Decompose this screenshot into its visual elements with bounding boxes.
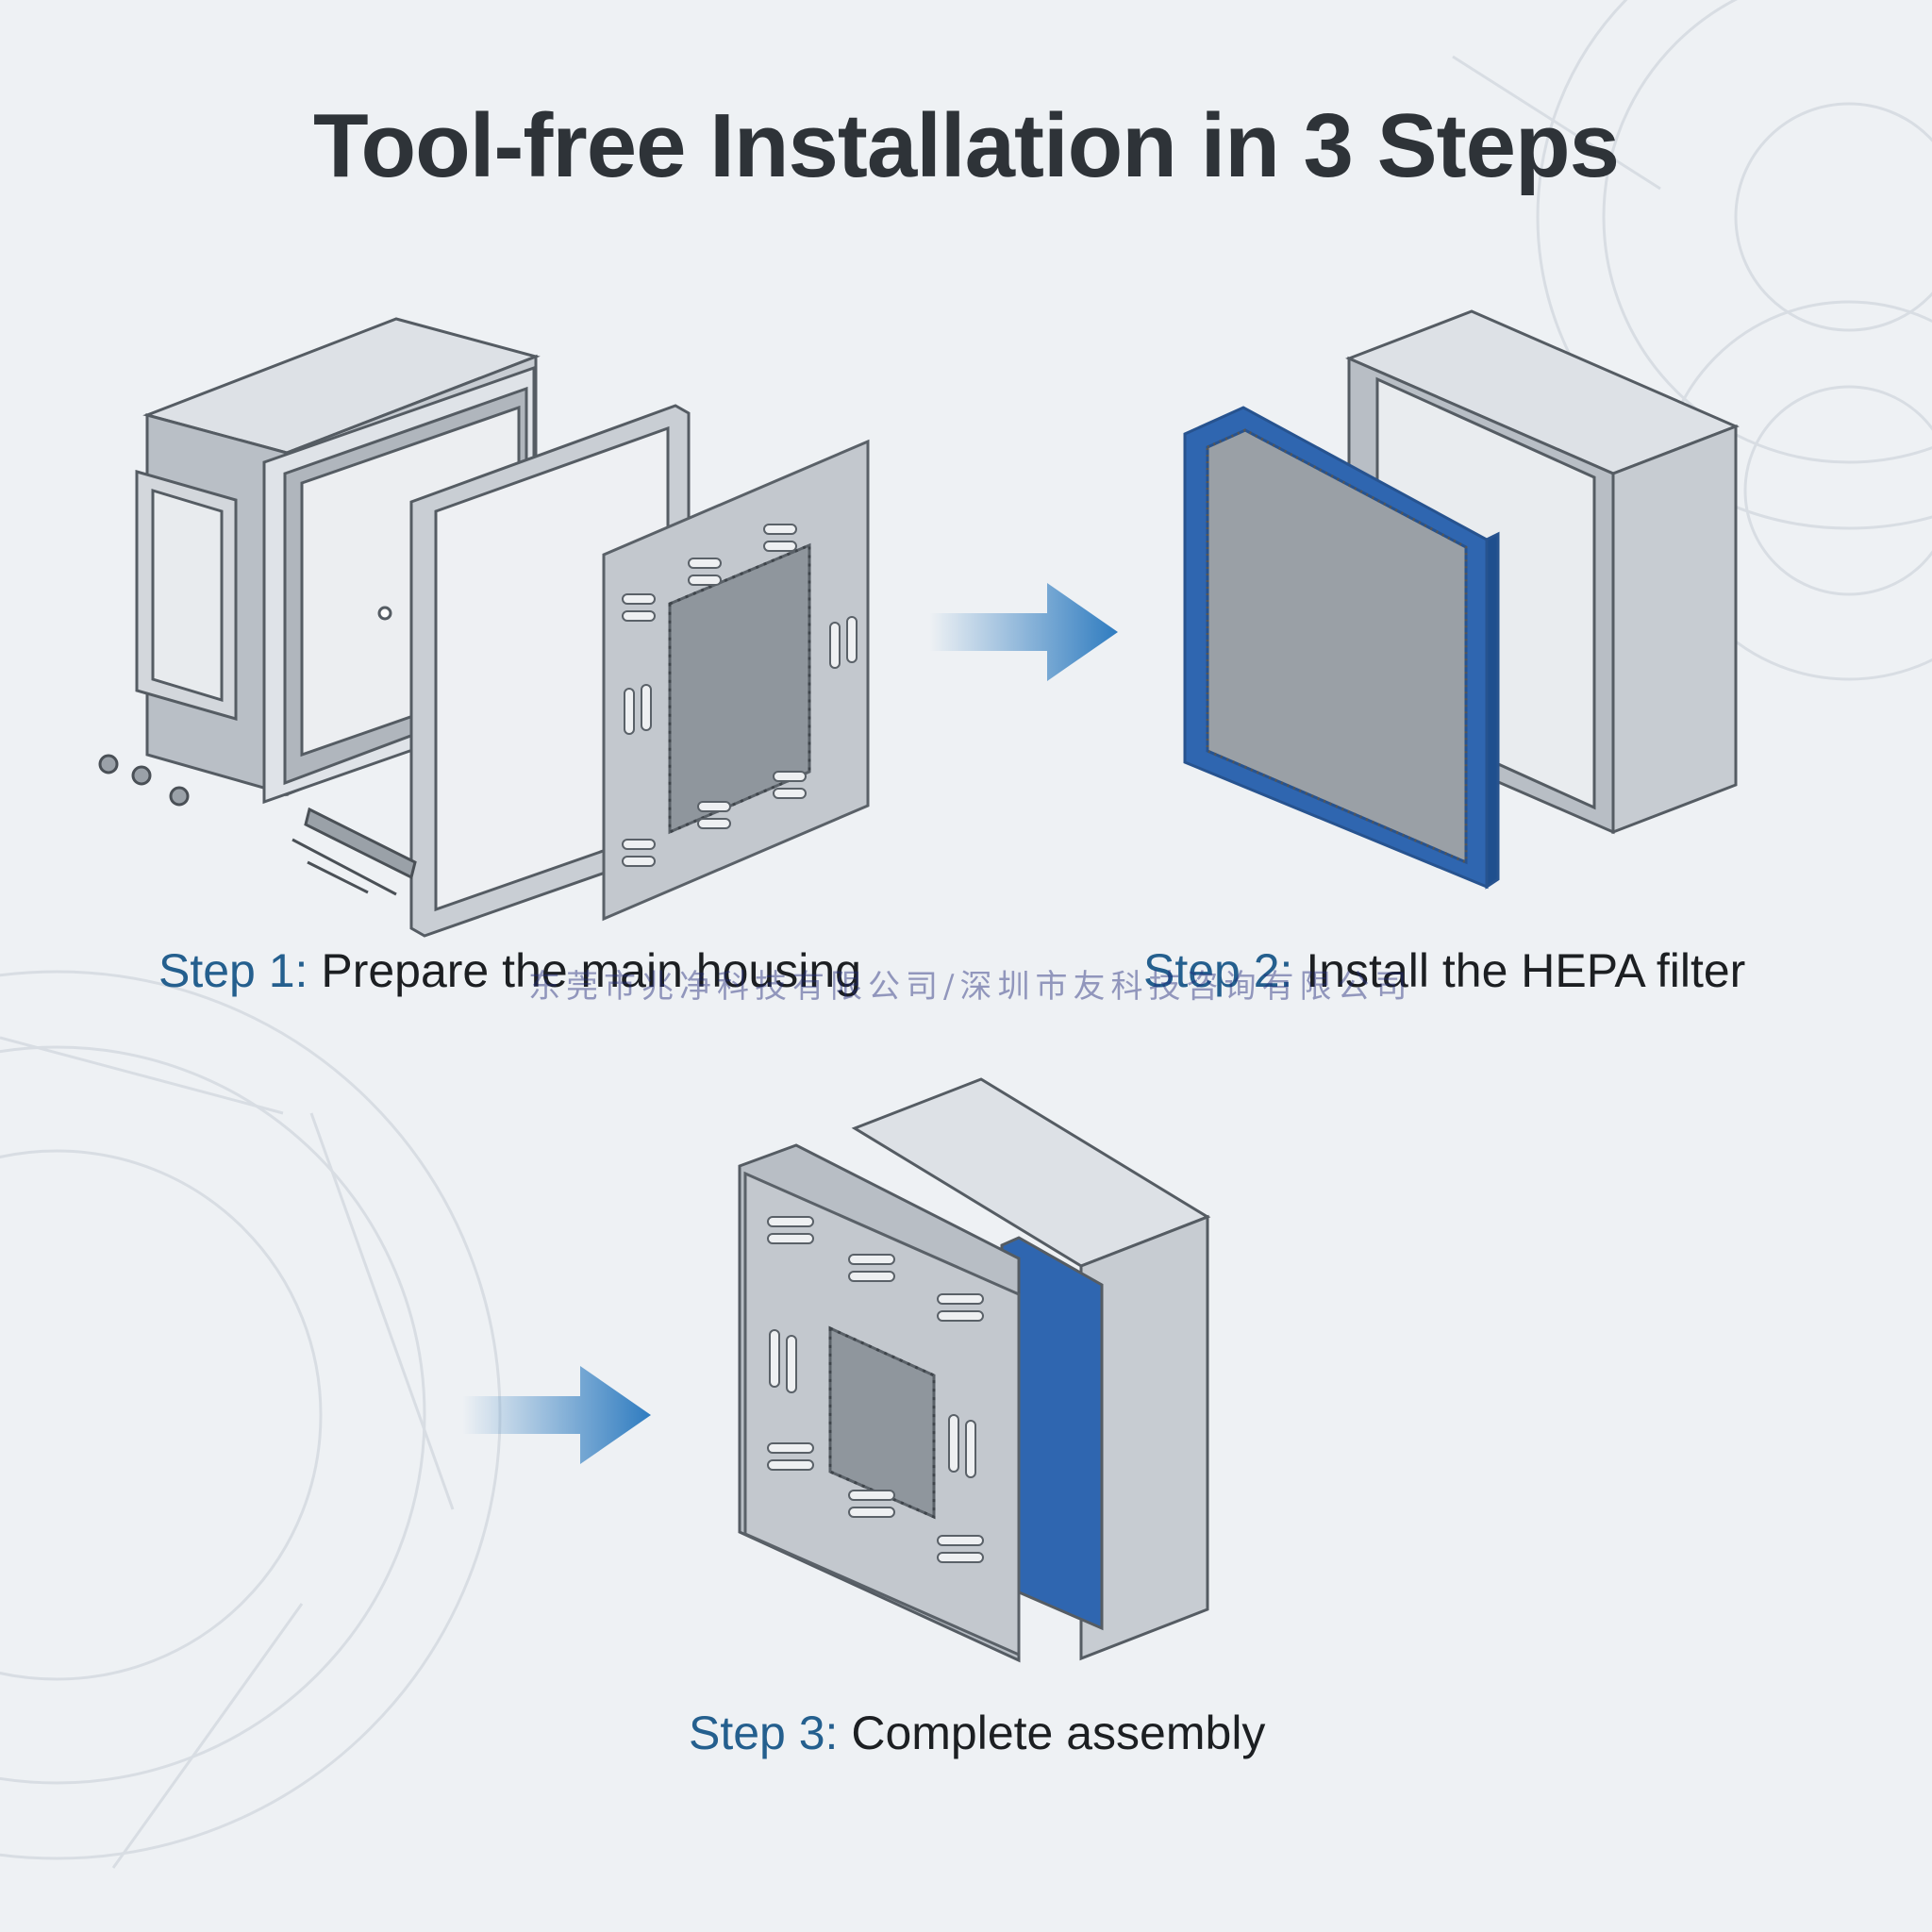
step-3-label: Step 3: bbox=[689, 1707, 839, 1759]
diffuser-plate bbox=[602, 439, 870, 922]
arrow-right-icon bbox=[462, 1366, 651, 1464]
step-2-caption: Step 2: Install the HEPA filter bbox=[1143, 943, 1745, 998]
arrow-right-icon bbox=[929, 583, 1118, 681]
step-2-text: Install the HEPA filter bbox=[1306, 944, 1746, 997]
step2-illustration bbox=[1183, 309, 1740, 890]
step1-illustration bbox=[98, 317, 870, 938]
step-1-label: Step 1: bbox=[158, 944, 308, 997]
step-3-text: Complete assembly bbox=[851, 1707, 1266, 1759]
watermark: 东莞市兆净科技有限公司/深圳市友科技咨询有限公司 bbox=[528, 968, 1413, 1006]
step-2-label: Step 2: bbox=[1143, 944, 1293, 997]
step-1-text: Prepare the main housing bbox=[321, 944, 861, 997]
step-3-caption: Step 3: Complete assembly bbox=[689, 1706, 1265, 1760]
screws-and-bracket bbox=[98, 754, 417, 896]
page-title: Tool-free Installation in 3 Steps bbox=[312, 95, 1620, 196]
hepa-filter bbox=[1183, 406, 1500, 890]
step-1-caption: Step 1: Prepare the main housing bbox=[158, 943, 861, 998]
step3-illustration bbox=[738, 1077, 1211, 1663]
